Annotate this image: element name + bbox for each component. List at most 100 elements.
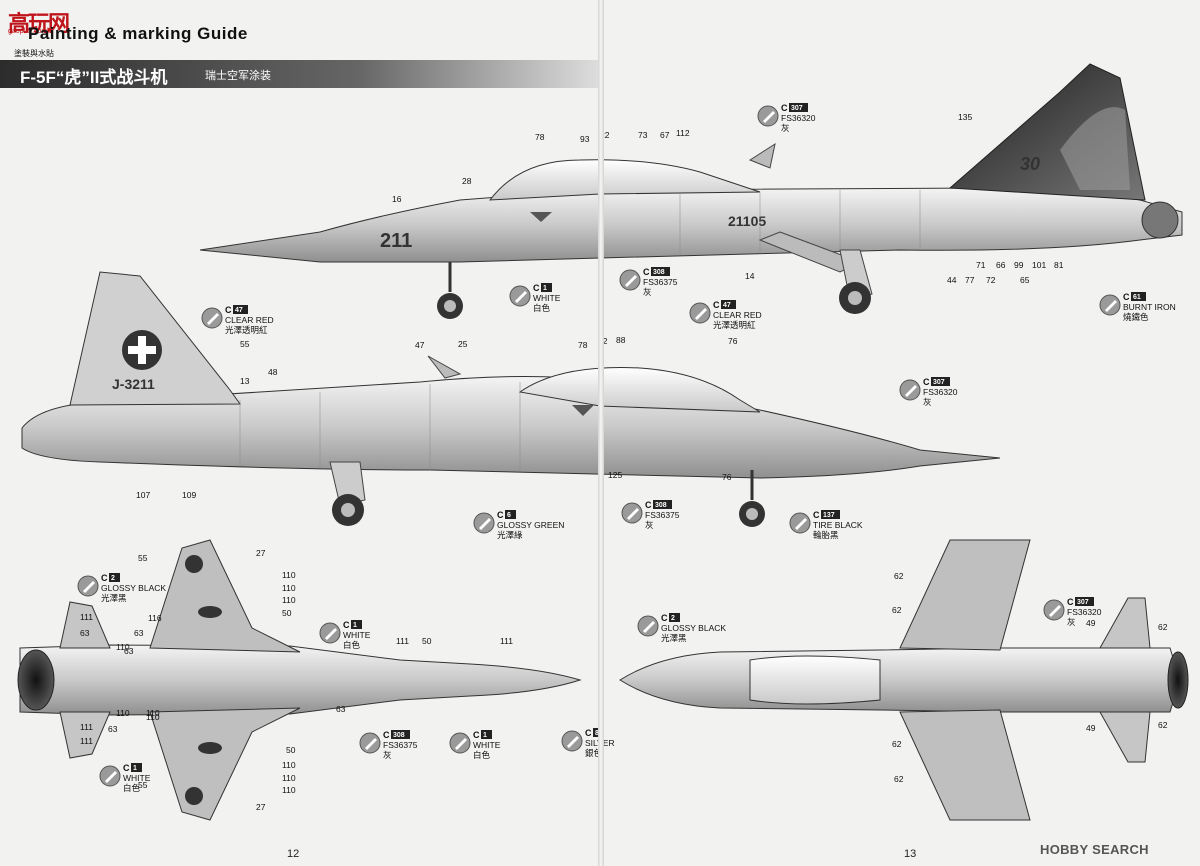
paint-name-cn: 灰 (643, 287, 652, 297)
nose-number: 211 (380, 230, 412, 252)
paint-name-cn: 光澤透明紅 (225, 325, 268, 335)
decal-number: 93 (580, 134, 590, 144)
decal-number: 55 (138, 780, 148, 790)
paint-name: WHITE (343, 630, 371, 640)
decal-number: 63 (80, 628, 90, 638)
decal-number: 22 (600, 130, 610, 140)
paint-name: GLOSSY BLACK (101, 583, 166, 593)
decal-number: 107 (136, 490, 150, 500)
paint-name: WHITE (123, 773, 151, 783)
decal-number: 62 (892, 739, 902, 749)
paint-callout: C8SILVER銀色 (561, 728, 615, 758)
decal-number: 111 (396, 636, 409, 646)
decal-number: 125 (608, 470, 622, 480)
decal-number: 76 (722, 472, 732, 482)
paint-code: C (713, 300, 720, 310)
paint-code: C (383, 730, 390, 740)
decal-number: 110 (146, 708, 160, 718)
decal-number: 112 (676, 128, 690, 138)
paint-name-cn: 光澤黑 (101, 593, 127, 603)
decal-number: 62 (894, 571, 904, 581)
paint-name-cn: 光澤黑 (661, 633, 687, 643)
decal-number: 50 (286, 745, 296, 755)
paint-code-number: 1 (483, 732, 487, 739)
paint-code-number: 1 (133, 765, 137, 772)
decal-number: 111 (500, 636, 513, 646)
paint-code: C (1123, 292, 1130, 302)
tail-serial: J-3211 (112, 376, 155, 392)
decal-number: 76 (728, 336, 738, 346)
decal-number: 111 (80, 612, 93, 622)
decal-number: 50 (282, 608, 292, 618)
page-title: Painting & marking Guide (28, 24, 248, 43)
paint-name-cn: 白色 (123, 783, 141, 793)
decal-number: 27 (256, 548, 266, 558)
decal-number: 110 (282, 760, 296, 770)
paint-name: WHITE (533, 293, 561, 303)
paint-name: CLEAR RED (225, 315, 274, 325)
decal-number: 50 (422, 636, 432, 646)
paint-name-cn: 輪胎黑 (813, 530, 839, 540)
paint-name: FS36320 (781, 113, 816, 123)
decal-number: 72 (986, 275, 996, 285)
decal-number: 111 (80, 722, 93, 732)
paint-name: FS36320 (923, 387, 958, 397)
paint-code-number: 8 (595, 730, 599, 737)
bottom-view (619, 539, 1189, 821)
paint-name-cn: 灰 (1067, 617, 1076, 627)
decal-number: 81 (1054, 260, 1064, 270)
decal-number: 63 (134, 628, 144, 638)
decal-number: 13 (240, 376, 250, 386)
livery-name: 瑞士空军涂装 (205, 70, 271, 82)
site-logo-url: gaoplay.com (8, 28, 48, 35)
decal-number: 63 (108, 724, 118, 734)
paint-code-number: 308 (393, 732, 405, 739)
paint-code: C (123, 763, 130, 773)
decal-number: 110 (282, 773, 296, 783)
decal-number: 66 (996, 260, 1006, 270)
paint-code-number: 2 (111, 575, 115, 582)
decal-number: 49 (1086, 723, 1096, 733)
paint-name-cn: 灰 (781, 123, 790, 133)
paint-name-cn: 白色 (473, 750, 491, 760)
page-title-cn: 塗裝與水貼 (14, 49, 54, 58)
decal-number: 116 (148, 613, 162, 623)
fuselage-number: 21105 (728, 213, 766, 229)
decal-number: 110 (282, 583, 296, 593)
decal-number: 71 (976, 260, 986, 270)
decal-number: 110 (282, 785, 296, 795)
paint-code-number: 6 (507, 512, 511, 519)
decal-number: 135 (958, 112, 972, 122)
paint-name-cn: 灰 (923, 397, 932, 407)
paint-name-cn: 銀色 (585, 748, 603, 758)
paint-name: WHITE (473, 740, 501, 750)
tail-art-number: 30 (1020, 154, 1040, 174)
paint-code-number: 137 (823, 512, 835, 519)
paint-name: FS36375 (645, 510, 680, 520)
decal-number: 62 (1158, 622, 1168, 632)
decal-number: 101 (1032, 260, 1046, 270)
decal-number: 110 (282, 595, 296, 605)
decal-number: 78 (535, 132, 545, 142)
paint-code-number: 308 (655, 502, 667, 509)
paint-code-number: 1 (353, 622, 357, 629)
paint-name: CLEAR RED (713, 310, 762, 320)
decal-number: 110 (116, 642, 130, 652)
decal-number: 48 (268, 367, 278, 377)
decal-number: 25 (458, 339, 468, 349)
page-number-left: 12 (287, 848, 300, 860)
decal-number: 110 (282, 570, 296, 580)
